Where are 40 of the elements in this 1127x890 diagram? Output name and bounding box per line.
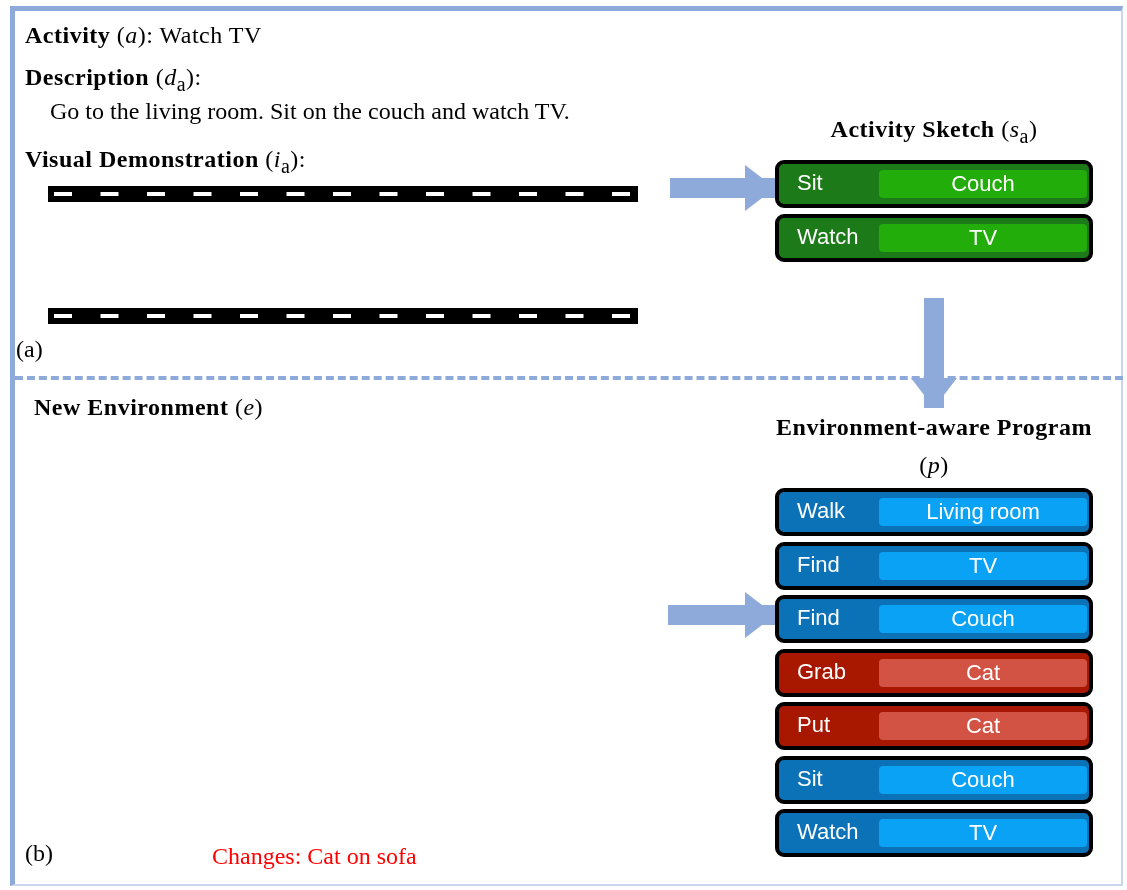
action-label: Sit [797, 765, 823, 792]
action-label: Find [797, 605, 840, 631]
action-label: Walk [797, 498, 846, 524]
action-block [775, 488, 1093, 536]
action-block [775, 213, 1093, 262]
description-text: Go to the living room. Sit on the couch and watch TV. [50, 98, 570, 125]
argument-tag: TV [879, 551, 1087, 580]
note-text: Changes: Cat on sofa [212, 843, 417, 870]
block-arrow [670, 165, 775, 211]
action-block [775, 809, 1093, 857]
action-block [775, 595, 1093, 643]
block-arrow [911, 298, 957, 408]
action-block [775, 702, 1093, 750]
action-label: Watch [797, 819, 859, 845]
block-arrow [668, 592, 775, 638]
heading-text: Visual Demonstration (i$_{a}$): [25, 146, 306, 178]
argument-tag: TV [879, 223, 1087, 252]
argument-tag: Living room [879, 498, 1087, 526]
argument-tag: Couch [879, 765, 1087, 794]
action-label: Watch [797, 223, 859, 250]
action-block [775, 755, 1093, 804]
action-block [775, 160, 1093, 208]
argument-tag: Cat [879, 712, 1087, 740]
action-label: Sit [797, 170, 823, 196]
argument-tag: Couch [879, 605, 1087, 633]
heading-text: New Environment (e) [34, 394, 264, 421]
section-heading: Environment-aware Program (p) [775, 413, 1093, 480]
heading-text: Description (d$_{a}$): [25, 64, 202, 96]
heading-text: Activity (a): Watch TV [25, 22, 262, 49]
argument-tag: Couch [879, 170, 1087, 198]
action-label: Put [797, 712, 831, 738]
action-label: Grab [797, 658, 846, 685]
panel-label: (a) [16, 336, 43, 363]
action-block [775, 541, 1093, 590]
section-heading: Activity Sketch (s$_{a}$) [829, 115, 1039, 149]
action-block [775, 648, 1093, 697]
action-label: Find [797, 551, 840, 578]
argument-tag: Cat [879, 658, 1087, 687]
argument-tag: TV [879, 819, 1087, 847]
panel-label: (b) [25, 840, 53, 867]
